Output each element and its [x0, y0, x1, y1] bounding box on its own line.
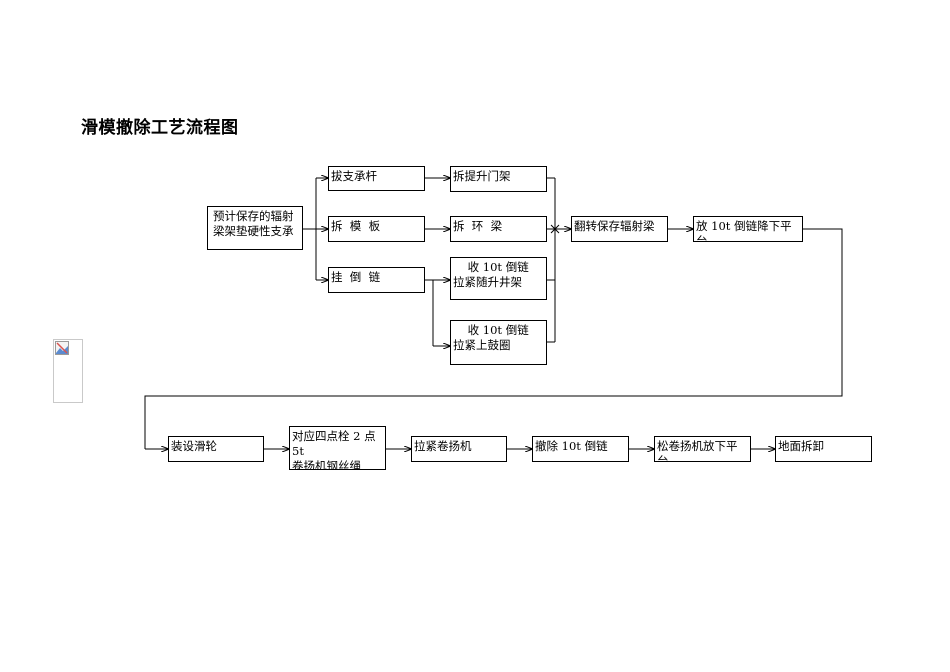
node-hang-chain-hoist: 挂 倒 链 — [328, 267, 425, 293]
node-remove-chain: 撤除 10t 倒链 — [532, 436, 629, 462]
node-pull-support-rods: 拔支承杆 — [328, 166, 425, 191]
broken-image-icon — [55, 341, 69, 355]
node-attach-hoist-ropes: 对应四点栓 2 点 5t 卷扬机钢丝绳 — [289, 426, 386, 470]
node-remove-lift-frame: 拆提升门架 — [450, 166, 547, 192]
node-chain-tighten-drum: 收 10t 倒链 拉紧上鼓圈 — [450, 320, 547, 365]
node-remove-formwork: 拆 模 板 — [328, 216, 425, 242]
node-tighten-winch: 拉紧卷扬机 — [411, 436, 507, 462]
node-lower-platform: 放 10t 倒链降下平台 — [693, 216, 803, 242]
node-install-pulley: 装设滑轮 — [168, 436, 264, 462]
node-chain-tighten-derrick: 收 10t 倒链 拉紧随升井架 — [450, 257, 547, 300]
node-support-beams: 预计保存的辐射 梁架垫硬性支承 — [207, 206, 303, 250]
node-remove-ring-beam: 拆 环 梁 — [450, 216, 547, 242]
page-title: 滑模撤除工艺流程图 — [81, 118, 239, 138]
broken-image-placeholder — [53, 339, 83, 403]
node-lower-by-winch: 松卷扬机放下平台 — [654, 436, 751, 462]
node-flip-radial-beams: 翻转保存辐射梁 — [571, 216, 668, 242]
node-ground-disassembly: 地面拆卸 — [775, 436, 872, 462]
